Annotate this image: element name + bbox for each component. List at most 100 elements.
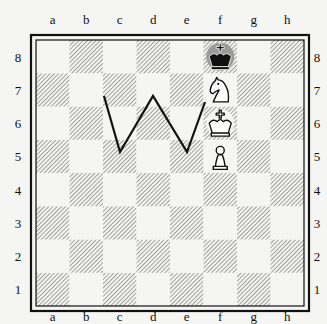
file-label: f [218, 13, 222, 26]
light-square [237, 240, 271, 273]
dark-square [103, 140, 137, 173]
file-label: d [150, 310, 157, 323]
dark-square [103, 73, 137, 106]
file-label: d [150, 13, 157, 26]
piece-part [211, 67, 229, 70]
light-square [103, 240, 137, 273]
rank-label: 8 [314, 50, 321, 63]
light-square [204, 273, 238, 306]
dark-square [170, 140, 204, 173]
file-label: f [218, 310, 222, 323]
light-square [237, 40, 271, 73]
white-knight [210, 77, 228, 102]
light-square [70, 140, 104, 173]
rank-label: 5 [15, 150, 22, 163]
light-square [271, 140, 305, 173]
file-label: a [50, 13, 56, 26]
dark-square [204, 107, 238, 140]
piece-ground [206, 109, 234, 137]
piece-part [216, 146, 224, 154]
file-label: b [83, 13, 90, 26]
file-label: b [83, 310, 90, 323]
board-frame [31, 35, 309, 311]
light-square [170, 240, 204, 273]
rank-label: 3 [15, 216, 22, 229]
light-square [70, 206, 104, 239]
dark-square [103, 273, 137, 306]
white-king [206, 109, 234, 137]
light-square [204, 140, 238, 173]
dark-square [237, 273, 271, 306]
dark-square [170, 73, 204, 106]
rank-label: 1 [15, 283, 22, 296]
piece-part [210, 77, 228, 102]
dark-square [70, 107, 104, 140]
dark-square [271, 173, 305, 206]
dark-square [170, 206, 204, 239]
dark-square [204, 173, 238, 206]
file-label: c [117, 13, 123, 26]
light-square [103, 173, 137, 206]
file-label: h [284, 13, 291, 26]
light-square [170, 40, 204, 73]
light-square [36, 240, 70, 273]
light-square [237, 107, 271, 140]
dark-square [271, 107, 305, 140]
rank-label: 7 [314, 83, 321, 96]
dark-square [137, 240, 171, 273]
rank-label: 4 [314, 183, 321, 196]
knight-path [104, 96, 205, 152]
light-square [36, 40, 70, 73]
light-square [271, 273, 305, 306]
file-label: e [184, 310, 190, 323]
light-square [271, 73, 305, 106]
file-label: c [117, 310, 123, 323]
board-squares [36, 40, 304, 306]
dark-square [271, 240, 305, 273]
light-square [204, 206, 238, 239]
light-square [103, 40, 137, 73]
rank-label: 2 [314, 250, 321, 263]
board-edge [36, 40, 304, 306]
piece-part [211, 133, 229, 136]
light-square [137, 206, 171, 239]
dark-square [170, 273, 204, 306]
dark-square [271, 40, 305, 73]
light-square [137, 273, 171, 306]
pieces [206, 43, 234, 170]
piece-part [209, 53, 231, 67]
file-label: g [251, 13, 258, 26]
dark-square [36, 73, 70, 106]
rank-label: 8 [15, 50, 22, 63]
piece-part [216, 44, 224, 52]
piece-part [215, 155, 225, 168]
dark-square [137, 173, 171, 206]
light-square [70, 73, 104, 106]
dark-square [70, 40, 104, 73]
file-label: h [284, 310, 291, 323]
dark-square [137, 40, 171, 73]
dark-square [36, 273, 70, 306]
piece-ground [206, 43, 234, 71]
piece-part [209, 120, 231, 134]
dark-square [36, 206, 70, 239]
light-square [36, 173, 70, 206]
black-king [206, 43, 234, 71]
dark-square [70, 173, 104, 206]
dark-square [103, 206, 137, 239]
knight-eye [217, 83, 219, 85]
piece-part [213, 166, 227, 169]
rank-label: 3 [314, 216, 321, 229]
dark-square [237, 140, 271, 173]
file-label: g [251, 310, 258, 323]
white-pawn [213, 146, 227, 169]
rank-label: 7 [15, 83, 22, 96]
dark-square [204, 40, 238, 73]
rank-label: 1 [314, 283, 321, 296]
rank-label: 6 [15, 117, 22, 130]
dark-square [137, 107, 171, 140]
rank-label: 5 [314, 150, 321, 163]
piece-part [216, 110, 224, 118]
light-square [204, 73, 238, 106]
